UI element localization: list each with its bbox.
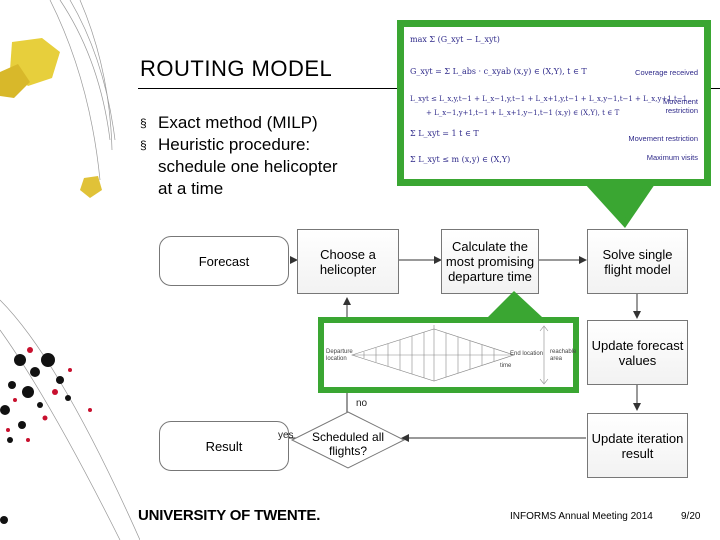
movement-label-2: Movement restriction bbox=[628, 134, 698, 143]
objective-formula: max Σ (G_xyt − L_xyt) bbox=[410, 35, 500, 44]
reachable-area-diagram bbox=[351, 325, 549, 385]
slide-title: ROUTING MODEL bbox=[140, 56, 333, 81]
decorative-art bbox=[0, 0, 140, 540]
movement-formula-line1: L_xyt ≤ L_x,y,t−1 + L_x−1,y,t−1 + L_x+1,… bbox=[410, 95, 688, 103]
conference-name: INFORMS Annual Meeting 2014 bbox=[510, 511, 653, 522]
choose-helicopter-node[interactable]: Choose a helicopter bbox=[297, 229, 399, 294]
max-visits-label: Maximum visits bbox=[646, 153, 698, 162]
bullet-text-continued: at a time bbox=[158, 179, 224, 198]
departure-chart: Departure location End location reachabl… bbox=[324, 323, 577, 387]
coverage-label: Coverage received bbox=[635, 68, 698, 77]
university-logo: UNIVERSITY OF TWENTE. bbox=[138, 507, 321, 524]
reachable-area-label: reachable area bbox=[550, 349, 577, 362]
bullet-marker: § bbox=[140, 116, 147, 130]
decision-diamond[interactable] bbox=[290, 410, 406, 470]
calculate-departure-node[interactable]: Calculate the most promising departure t… bbox=[441, 229, 539, 294]
bullet-item: § Heuristic procedure: bbox=[140, 134, 338, 156]
yes-label: yes bbox=[278, 430, 294, 441]
single-location-formula: Σ L_xyt = 1 t ∈ T bbox=[410, 129, 479, 138]
result-node[interactable]: Result bbox=[159, 421, 289, 471]
departure-location-label: Departure location bbox=[326, 349, 353, 362]
coverage-formula: G_xyt = Σ L_abs · c_xyab (x,y) ∈ (X,Y), … bbox=[410, 67, 587, 76]
bullet-marker: § bbox=[140, 138, 147, 152]
bullet-item: § Exact method (MILP) bbox=[140, 112, 338, 134]
movement-formula-line2: + L_x−1,y+1,t−1 + L_x+1,y−1,t−1 (x,y) ∈ … bbox=[426, 109, 620, 117]
movement-label: Movement restriction bbox=[662, 97, 698, 115]
forecast-node[interactable]: Forecast bbox=[159, 236, 289, 286]
solve-flight-node[interactable]: Solve single flight model bbox=[587, 229, 688, 294]
end-location-label: End location bbox=[510, 351, 544, 357]
update-iteration-node[interactable]: Update iteration result bbox=[587, 413, 688, 478]
time-label: time bbox=[500, 363, 512, 369]
callout-pointer bbox=[585, 184, 655, 228]
update-forecast-node[interactable]: Update forecast values bbox=[587, 320, 688, 385]
bullet-text-continued: schedule one helicopter bbox=[158, 157, 338, 176]
page-number: 9/20 bbox=[681, 511, 701, 522]
bullet-list: § Exact method (MILP) § Heuristic proced… bbox=[140, 112, 338, 200]
bullet-text: Exact method (MILP) bbox=[158, 113, 318, 132]
bullet-text: Heuristic procedure: bbox=[158, 135, 311, 154]
max-visits-formula: Σ L_xyt ≤ m (x,y) ∈ (X,Y) bbox=[410, 155, 511, 164]
formula-panel: max Σ (G_xyt − L_xyt) G_xyt = Σ L_abs · … bbox=[404, 27, 704, 179]
no-label: no bbox=[356, 398, 368, 409]
scheduled-question: Scheduled all flights? bbox=[311, 430, 385, 458]
chart-callout-pointer bbox=[488, 291, 542, 317]
